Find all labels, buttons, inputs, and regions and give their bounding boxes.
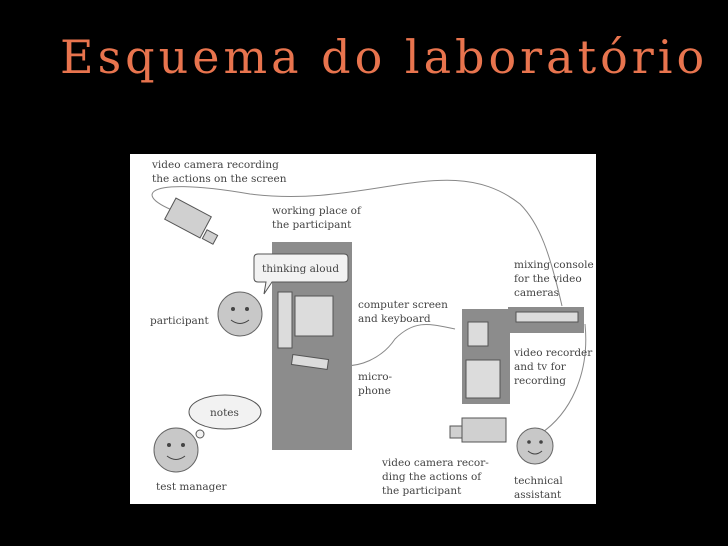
microphone-label-1: micro- (358, 371, 393, 383)
camera-icon (449, 417, 507, 443)
mixing-console-label-2: for the video (514, 273, 582, 285)
thought-cloud-icon (188, 394, 262, 446)
thinking-aloud-label: thinking aloud (262, 263, 339, 275)
working-place-label-1: working place of (272, 205, 362, 217)
computer-screen (294, 295, 334, 337)
camera-participant-label-3: the participant (382, 485, 462, 497)
smiley-face-icon (153, 427, 199, 473)
recording-tv (465, 359, 501, 399)
computer-label-1: computer screen (358, 299, 448, 311)
cable-camera-to-console (151, 179, 563, 307)
microphone-label-2: phone (358, 385, 391, 397)
participant-label: participant (150, 315, 210, 327)
test-manager-label: test manager (156, 481, 228, 493)
camera-screen-label-1: video camera recording (151, 159, 279, 171)
camera-screen-label-2: the actions on the screen (152, 173, 287, 185)
mixing-console-label-3: cameras (514, 287, 559, 299)
microphone-icon (290, 353, 330, 371)
lab-diagram-svg: video camera recording the actions on th… (150, 159, 594, 501)
smiley-face-icon (217, 291, 263, 337)
mixing-console (515, 311, 579, 323)
camera-icon (164, 197, 219, 245)
video-recorder-label-2: and tv for (514, 361, 567, 373)
working-place-label-2: the participant (272, 219, 352, 231)
video-recorder-label-3: recording (514, 375, 566, 387)
notes-label: notes (210, 407, 239, 419)
camera-participant-label-2: ding the actions of (382, 471, 482, 483)
smiley-face-icon (516, 427, 554, 465)
technical-assistant-label-2: assistant (514, 489, 562, 501)
speech-bubble-icon (253, 253, 349, 295)
cable-mic-to-recorder (324, 324, 456, 367)
camera-participant-label-1: video camera recor- (381, 457, 489, 469)
computer-label-2: and keyboard (358, 313, 431, 325)
keyboard (277, 291, 293, 349)
video-recorder-label-1: video recorder (513, 347, 593, 359)
video-recorder (467, 321, 489, 347)
cable-camera2-to-console (539, 323, 587, 435)
mixing-console-label-1: mixing console (514, 259, 594, 271)
technical-assistant-label-1: technical (514, 475, 563, 487)
lab-diagram: video camera recording the actions on th… (130, 154, 596, 504)
slide-title: Esquema do laboratório (60, 30, 709, 84)
